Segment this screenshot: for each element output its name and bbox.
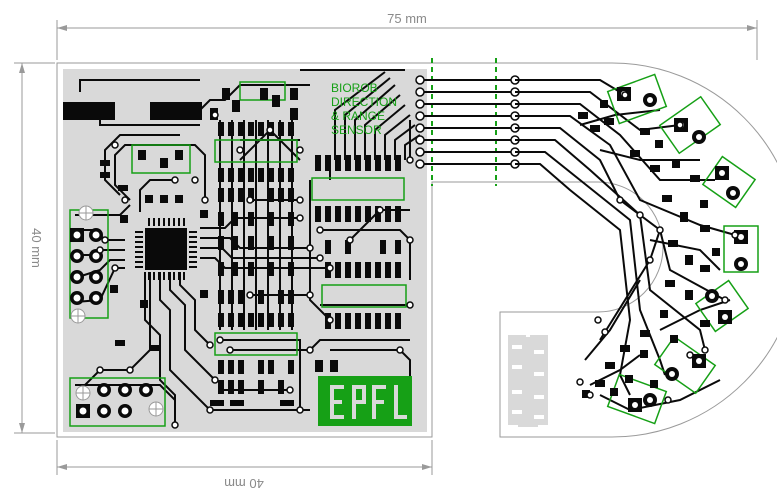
connector-left-holes bbox=[70, 205, 103, 324]
board-title: BIOROB DIRECTION & RANGE SENSOR bbox=[331, 81, 397, 137]
sensor-7 bbox=[628, 393, 657, 412]
dimension-lines bbox=[14, 20, 758, 475]
arm-components bbox=[578, 100, 720, 398]
epfl-logo bbox=[318, 376, 412, 426]
height-dimension-label: 40 mm bbox=[29, 228, 44, 268]
sensor-5 bbox=[705, 289, 732, 324]
vias-arm bbox=[576, 91, 739, 404]
connector-bottom-holes bbox=[75, 383, 164, 418]
connector-bottom-outline bbox=[69, 377, 166, 427]
ic-outline-2 bbox=[311, 177, 405, 201]
ic-outline-4 bbox=[214, 332, 298, 356]
board-title-line-1: BIOROB bbox=[331, 81, 378, 95]
sensor-6 bbox=[665, 354, 706, 381]
vias-main bbox=[96, 111, 414, 429]
arm-traces bbox=[515, 79, 736, 412]
header-pad-left bbox=[63, 102, 115, 120]
board-title-line-3: & RANGE bbox=[331, 109, 385, 123]
board-title-line-4: SENSOR bbox=[331, 123, 382, 137]
sensor-3 bbox=[715, 166, 740, 200]
bridge-bus bbox=[420, 79, 515, 165]
ic-outline-3 bbox=[321, 284, 407, 308]
microcontroller bbox=[135, 218, 197, 280]
ic-pads bbox=[100, 88, 401, 406]
epfl-logo-mirrored bbox=[505, 330, 551, 430]
crystal-outline bbox=[131, 144, 191, 174]
board-title-line-2: DIRECTION bbox=[331, 95, 397, 109]
width-dimension-label: 75 mm bbox=[387, 11, 427, 26]
mcu-pins bbox=[135, 218, 197, 280]
bottom-dimension-label: 40 mm bbox=[224, 476, 264, 491]
header-pad-right bbox=[150, 102, 202, 120]
